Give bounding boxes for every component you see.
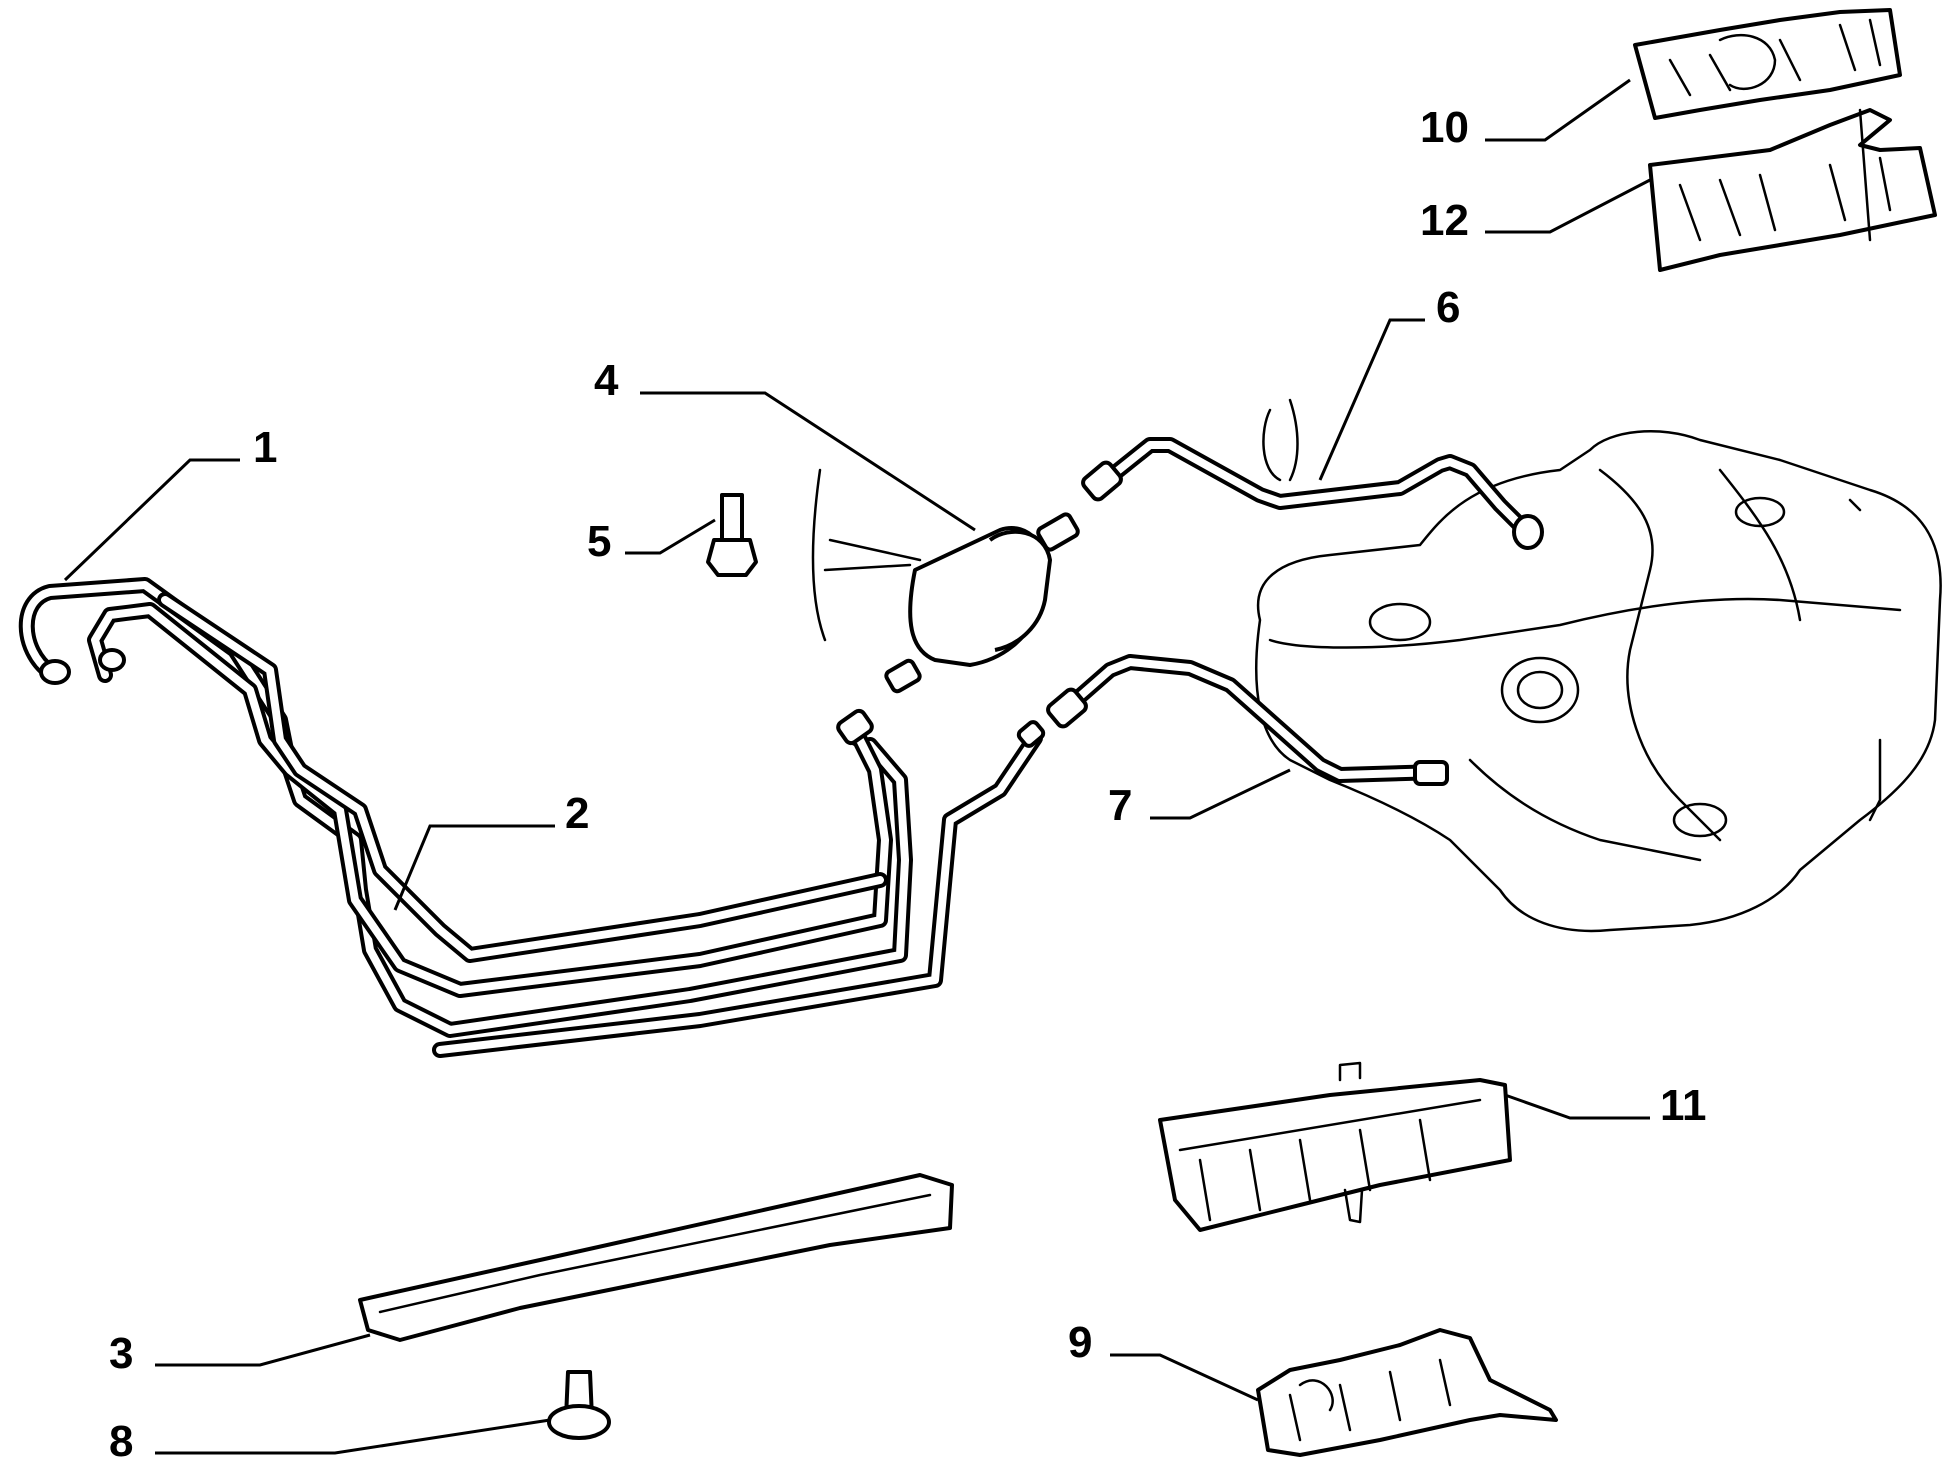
callout-10: 10 [1420,103,1469,152]
callout-8: 8 [109,1417,133,1466]
leader-2 [393,824,555,911]
callout-4: 4 [594,356,619,405]
pipe-clip-12 [1648,108,1937,272]
leader-4 [640,391,976,532]
fuel-pipe-assembly [18,577,1046,1058]
leader-12 [1485,178,1651,234]
screw-8 [547,1370,611,1440]
leader-5 [625,518,716,555]
callout-9: 9 [1068,1318,1092,1367]
callout-11: 11 [1660,1081,1707,1130]
callout-labels: 1 2 3 4 5 6 7 8 9 10 11 12 [109,103,1707,1466]
leader-lines [63,78,1651,1455]
leader-10 [1485,78,1631,142]
leader-1 [63,458,240,582]
pipe-clip-9 [1256,1328,1558,1457]
pipe-clip-11 [1158,1061,1512,1232]
upper-tank-pipe [1081,437,1544,550]
mounting-bracket [358,1173,954,1342]
fuel-filter [811,468,1080,694]
callout-5: 5 [587,517,611,566]
pipe-clip-10 [1633,8,1902,120]
leader-7 [1150,768,1291,820]
leader-3 [155,1333,371,1367]
leader-11 [1504,1093,1650,1120]
callout-6: 6 [1436,283,1460,332]
callout-12: 12 [1420,196,1469,245]
leader-6 [1318,318,1425,481]
leader-9 [1110,1353,1259,1402]
fuel-tank [1255,398,1942,933]
callout-7: 7 [1108,781,1132,830]
callout-3: 3 [109,1329,133,1378]
bolt-5 [706,493,758,577]
lower-tank-pipe [1046,654,1449,786]
leader-8 [155,1418,551,1455]
callout-1: 1 [253,423,277,472]
callout-2: 2 [565,789,589,838]
